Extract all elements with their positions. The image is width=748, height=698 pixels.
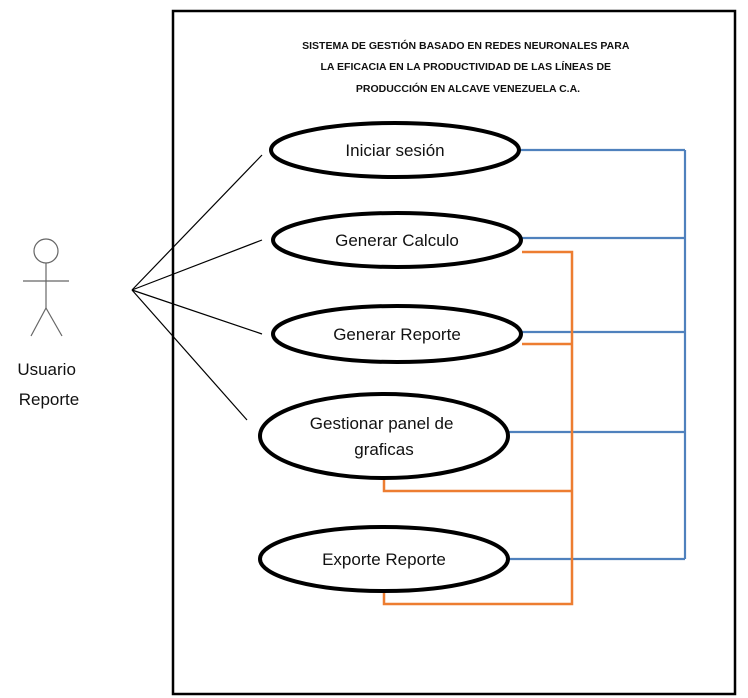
use-case-label: Generar Calculo — [335, 231, 459, 250]
use-case-label: Generar Reporte — [333, 325, 461, 344]
blue-connector — [507, 148, 687, 561]
use-case-panel: Gestionar panel de graficas — [258, 392, 510, 480]
use-case-ellipse — [258, 392, 510, 480]
orange-connector — [382, 250, 574, 606]
use-case-ellipse — [271, 304, 523, 364]
use-case-label: Gestionar panel de graficas — [310, 414, 458, 459]
use-case-ellipse — [258, 525, 510, 593]
use-case-calculo: Generar Calculo — [271, 211, 523, 269]
association-panel — [131, 289, 248, 421]
actor-associations — [131, 154, 263, 421]
actor-right-leg — [45, 307, 63, 337]
use-case-label: Iniciar sesión — [345, 141, 444, 160]
actor-label-line-1: Usuario — [17, 360, 76, 379]
use-case-ellipse — [271, 211, 523, 269]
use-case-reporte: Generar Reporte — [271, 304, 523, 364]
association-reporte — [131, 289, 263, 335]
association-iniciar — [131, 154, 263, 291]
use-case-ellipse — [269, 121, 521, 179]
actor-label-line-2: Reporte — [19, 390, 79, 409]
system-title-line-2: LA EFICACIA EN LA PRODUCTIVIDAD DE LAS L… — [321, 60, 612, 73]
orange-link-panel — [382, 477, 572, 493]
system-title-line-1: SISTEMA DE GESTIÓN BASADO EN REDES NEURO… — [302, 39, 630, 52]
use-case-label: Exporte Reporte — [322, 550, 446, 569]
use-case-label-line-1: Gestionar panel de — [310, 414, 454, 433]
actor-icon — [23, 238, 69, 337]
system-title-line-3: PRODUCCIÓN EN ALCAVE VENEZUELA C.A. — [356, 82, 580, 95]
use-case-iniciar: Iniciar sesión — [269, 121, 521, 179]
system-title: SISTEMA DE GESTIÓN BASADO EN REDES NEURO… — [302, 36, 634, 95]
use-case-label-line-2: graficas — [354, 440, 414, 459]
actor-label: Usuario Reporte — [17, 360, 80, 409]
system-boundary — [171, 9, 737, 696]
actor-left-leg — [30, 307, 47, 337]
association-calculo — [131, 239, 263, 291]
orange-vertical-line — [382, 250, 574, 606]
actor-head — [33, 238, 59, 264]
use-case-exporte: Exporte Reporte — [258, 525, 510, 593]
